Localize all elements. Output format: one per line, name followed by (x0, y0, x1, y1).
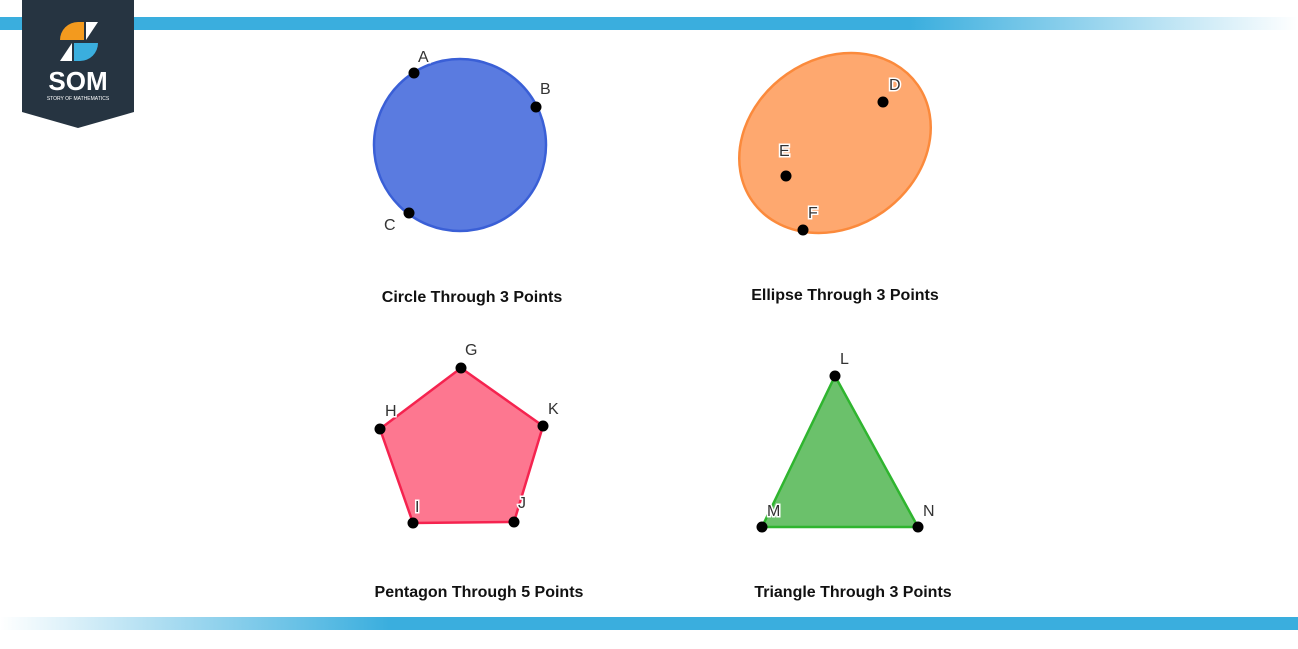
logo-text: SOM (48, 66, 107, 96)
triangle-shape (760, 373, 921, 529)
label-b: B (540, 81, 551, 98)
circle-shape (372, 57, 548, 233)
point-n (912, 521, 924, 533)
point-f (797, 224, 809, 236)
label-c: C (384, 217, 396, 234)
point-e (780, 170, 792, 182)
label-m: M (767, 503, 780, 520)
point-c (403, 207, 415, 219)
caption-ellipse: Ellipse Through 3 Points (751, 287, 939, 304)
caption-circle: Circle Through 3 Points (382, 289, 563, 306)
label-h: H (385, 403, 397, 420)
point-k (537, 420, 549, 432)
label-e: E (779, 143, 790, 160)
label-l: L (840, 351, 849, 368)
point-i (407, 517, 419, 529)
label-g: G (465, 342, 477, 359)
pentagon-figure: G H K I J Pentagon Through 5 Points (374, 341, 584, 601)
point-l (829, 370, 841, 382)
label-n: N (923, 503, 935, 520)
point-m (756, 521, 768, 533)
point-g (455, 362, 467, 374)
top-decor-bar (0, 17, 1298, 30)
bottom-decor-bar (0, 617, 1298, 630)
point-h (374, 423, 386, 435)
caption-pentagon: Pentagon Through 5 Points (375, 584, 584, 601)
logo-subtitle: STORY OF MATHEMATICS (47, 96, 110, 102)
label-a: A (418, 49, 429, 66)
point-d (877, 96, 889, 108)
caption-triangle: Triangle Through 3 Points (754, 584, 951, 601)
point-a (408, 67, 420, 79)
point-b (530, 101, 542, 113)
label-j: J (518, 495, 526, 512)
pentagon-shape (378, 366, 545, 525)
point-j (508, 516, 520, 528)
label-f: F (808, 205, 818, 222)
circle-figure: A B C Circle Through 3 Points (372, 48, 563, 306)
label-k: K (548, 401, 559, 418)
som-logo: SOM STORY OF MATHEMATICS (22, 0, 134, 128)
triangle-figure: L M N Triangle Through 3 Points (754, 350, 951, 602)
label-d: D (889, 77, 901, 94)
label-i: I (415, 499, 419, 516)
ellipse-figure: D E F Ellipse Through 3 Points (738, 51, 939, 304)
ellipse-shape (738, 51, 932, 235)
